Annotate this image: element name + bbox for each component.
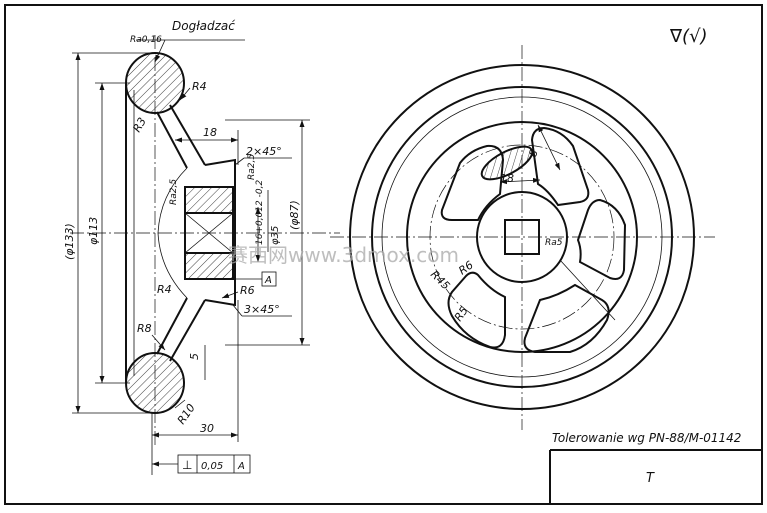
rim-outer-circle	[349, 64, 695, 410]
hub-circle	[476, 191, 568, 283]
chamfer-bottom-leader	[232, 304, 243, 317]
roughness-rim-leader	[154, 39, 166, 63]
front-view: 18 8 Ra5 R45 R6 R5	[330, 45, 715, 430]
dim-5: 5	[188, 353, 201, 360]
chamfer-top-leader	[234, 157, 245, 166]
surface-finish-symbol: ∇(√)	[669, 26, 708, 47]
chamfer-bottom: 3×45°	[244, 303, 280, 316]
front-roughness-hub: Ra5	[545, 238, 563, 248]
front-radius-r6: R6	[456, 258, 475, 277]
section-view: Dogładzać Ra0,16 R4 R3 18 2×45° Ra2,5 Ra…	[63, 19, 340, 475]
hub-section-bottom	[184, 252, 234, 280]
front-dim-18-line	[499, 177, 541, 185]
dim-phi87: (φ87)	[288, 200, 301, 230]
spoke-window-3	[576, 198, 627, 280]
roughness-rim: Ra0,16	[130, 35, 162, 45]
watermark: 赛西网www.3dmox.com	[228, 243, 459, 267]
drawing-frame	[4, 4, 763, 505]
spoke-window-2	[530, 126, 590, 207]
radius-r3: R3	[130, 115, 149, 134]
rim-edge-circle	[381, 96, 663, 378]
title-block: Tolerowanie wg PN-88/M-01142 T	[549, 431, 762, 504]
hub-section-top	[184, 186, 234, 214]
dim-phi133: (φ133)	[63, 223, 76, 260]
spoke-window-5	[447, 271, 506, 349]
radius-r8-leader	[151, 334, 166, 351]
radius-r6-leader	[221, 291, 239, 299]
dim-30: 30	[200, 422, 214, 435]
dim-phi35: φ35	[270, 226, 281, 245]
finish-note: Dogładzać	[172, 19, 235, 33]
dim-bore-keyway: 16+0,012 -0,2	[255, 180, 265, 245]
front-dim-8-line	[537, 124, 561, 171]
square-bore	[504, 219, 540, 255]
spoke-window-4	[523, 283, 610, 353]
title-block-cell: T	[646, 471, 655, 486]
dim-phi113: φ113	[87, 217, 100, 245]
spoke-section-ellipse	[480, 145, 534, 181]
radius-r4-top-leader	[179, 87, 191, 101]
radius-r4-bottom: R4	[157, 283, 172, 296]
hub-flange-curve	[157, 167, 188, 299]
front-radius-r45: R45	[428, 268, 452, 292]
front-leader-diagonal	[559, 259, 616, 321]
bore-cross-b	[184, 212, 234, 254]
dim-18-label: 18	[203, 126, 217, 139]
spoke-top-lower	[156, 111, 188, 169]
spoke-top-upper	[169, 104, 206, 166]
roughness-hub-top: Ra2,5	[247, 154, 257, 180]
radius-r4-top: R4	[192, 80, 207, 93]
front-dim-18: 18	[500, 172, 514, 185]
hub-bore	[184, 212, 234, 254]
spoke-bottom-lower	[169, 299, 206, 362]
tolerance-value: 0,05	[201, 461, 223, 472]
tolerance-note: Tolerowanie wg PN-88/M-01142	[552, 431, 741, 445]
pitch-circle	[429, 144, 615, 330]
tolerance-datum: A	[237, 461, 245, 472]
rim-section-bottom	[125, 352, 185, 414]
radius-r8: R8	[137, 322, 152, 335]
radius-r6: R6	[240, 284, 255, 297]
rim-inner-circle	[371, 86, 673, 388]
spoke-window-circle	[406, 121, 638, 353]
tolerance-frame	[177, 454, 251, 474]
datum-a: A	[264, 275, 272, 286]
roughness-hub-left: Ra2,5	[169, 179, 179, 205]
hub-outline-right	[204, 158, 236, 307]
tolerance-symbol: ⊥	[182, 458, 192, 472]
radius-r10-leader	[174, 399, 186, 409]
chamfer-top: 2×45°	[246, 145, 282, 158]
